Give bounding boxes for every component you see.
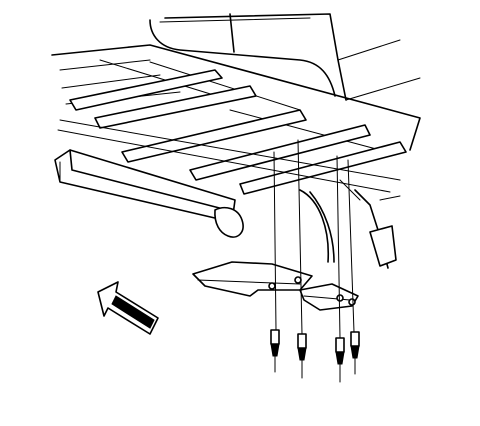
bolt-2 [297,139,307,379]
bolt-4 [347,159,360,375]
bolt-3 [335,155,345,383]
direction-arrow-icon [97,281,159,335]
cab-body-panel [149,13,421,101]
bolt-1 [270,151,280,373]
cross-members [57,69,407,195]
skid-plate-shield [192,261,359,311]
spring-hanger-bracket [299,179,401,269]
frame-rail [54,149,244,238]
